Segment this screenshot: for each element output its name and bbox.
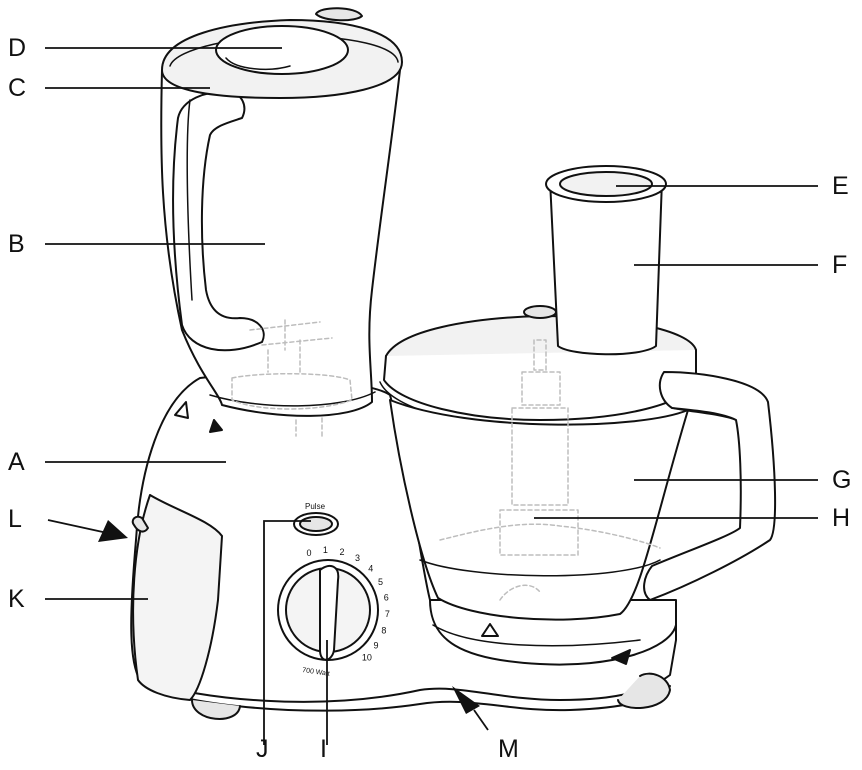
control-panel [277, 512, 379, 661]
dial-tick-label: 6 [384, 593, 389, 603]
leader-L [47, 519, 113, 535]
arrowhead-M [452, 686, 480, 714]
lid-cap [215, 25, 349, 75]
pulse-label: Pulse [305, 502, 326, 511]
callout-A: A [8, 448, 25, 476]
callout-B: B [8, 230, 25, 258]
callout-E: E [832, 172, 849, 200]
leader-lines [45, 47, 818, 745]
leader-M [473, 709, 489, 731]
dial-tick-label: 4 [368, 563, 373, 573]
dial-tick-label: 0 [307, 548, 312, 558]
dial-tick-label: 7 [385, 609, 390, 619]
callout-D: D [8, 34, 27, 62]
callout-M: M [498, 735, 519, 763]
callout-F: F [832, 251, 848, 279]
dial-tick-label: 5 [378, 577, 383, 587]
callout-H: H [832, 504, 851, 532]
dial-tick-label: 2 [340, 547, 345, 557]
callout-K: K [8, 585, 25, 613]
leader-J [263, 520, 311, 745]
feed-tube [545, 165, 667, 356]
dial-tick-label: 1 [323, 545, 328, 555]
dial-tick-label: 8 [381, 626, 386, 636]
blender-jug [160, 69, 401, 437]
dial-tick-label: 10 [362, 652, 372, 662]
dial-tick-label: 3 [355, 553, 360, 563]
jug-lid [161, 7, 403, 99]
arrowhead-L [98, 520, 128, 542]
callout-C: C [8, 74, 27, 102]
dial-tick-label: 9 [374, 640, 379, 650]
callout-I: I [320, 735, 327, 763]
callout-G: G [832, 466, 852, 494]
callout-L: L [8, 505, 22, 533]
callout-J: J [256, 735, 269, 763]
power-label: 700 Watt [302, 667, 331, 678]
